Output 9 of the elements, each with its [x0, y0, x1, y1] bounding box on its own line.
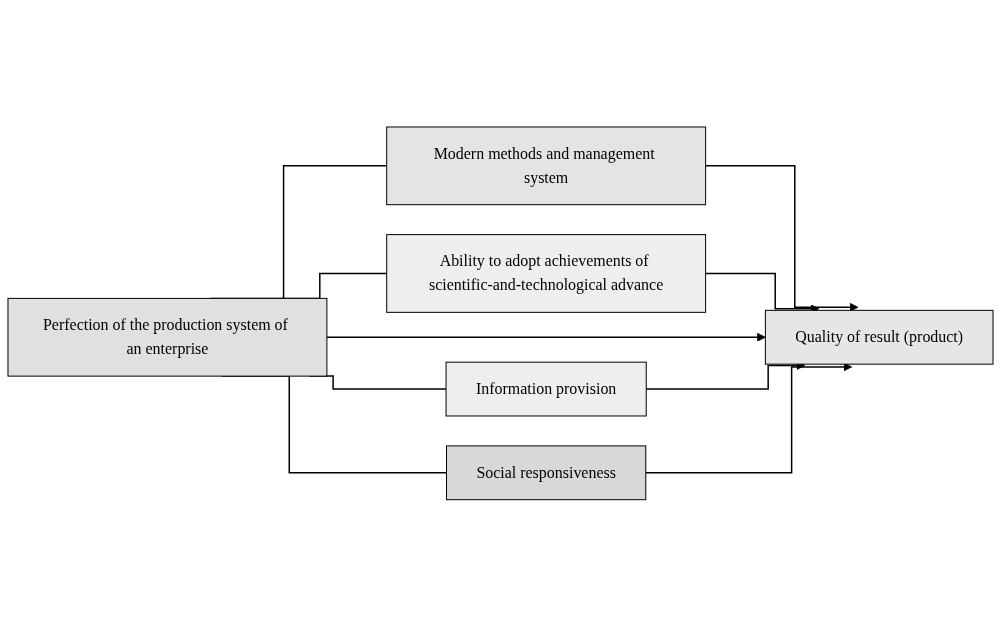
node-box: Modern methods and management system: [386, 126, 707, 205]
node-box: Perfection of the production system of an enterprise: [7, 297, 328, 377]
arrow: [645, 362, 853, 474]
node-box: Quality of result (product): [764, 309, 994, 365]
arrow: [704, 164, 859, 312]
arrow: [326, 332, 766, 342]
node-box: Information provision: [445, 361, 647, 417]
node-box: Social responsiveness: [446, 445, 647, 500]
node-box: Ability to adopt achievements of scientific-and-technological advance: [386, 233, 707, 313]
